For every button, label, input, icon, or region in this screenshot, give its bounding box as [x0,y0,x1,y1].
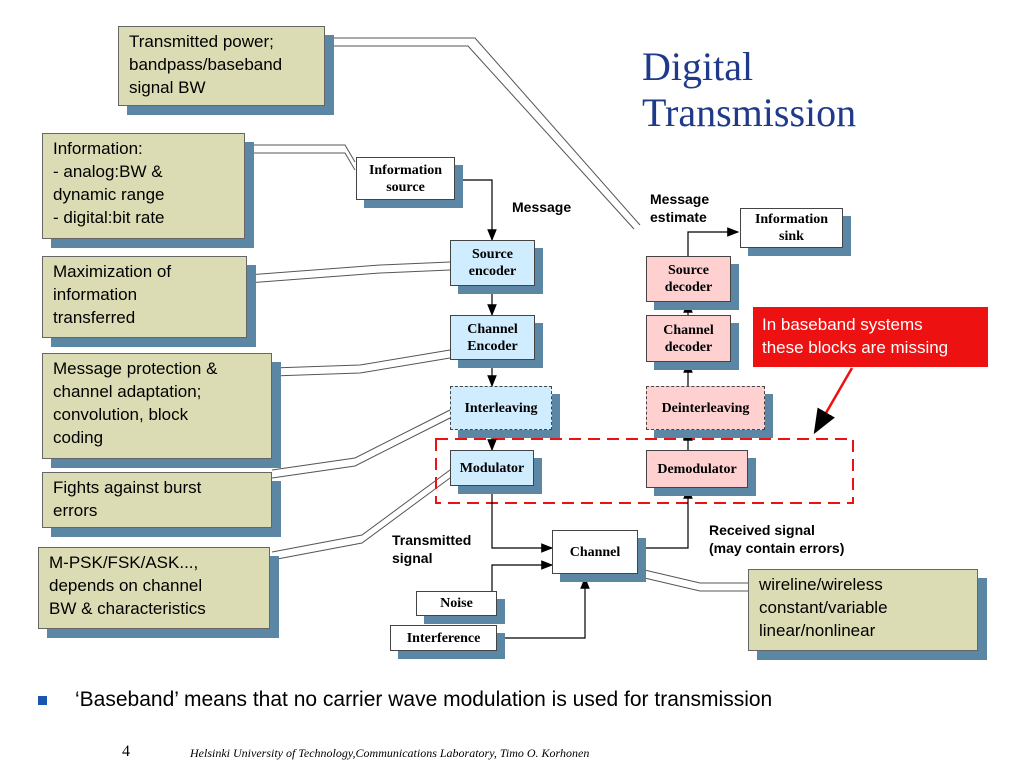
demodulator-block: Demodulator [646,450,748,488]
bullet-marker [38,696,47,705]
callout-message-protection: Message protection & channel adaptation;… [42,353,272,459]
callout-channel-types: wireline/wireless constant/variable line… [748,569,978,651]
baseband-bullet-text: ‘Baseband’ means that no carrier wave mo… [75,688,773,711]
channel-decoder-block: Channel decoder [646,315,731,362]
source-encoder-block: Source encoder [450,240,535,286]
source-decoder-block: Source decoder [646,256,731,302]
interleaving-block: Interleaving [450,386,552,430]
slide-title: Digital Transmission [642,44,857,135]
transmitted-signal-label: Transmitted signal [392,532,472,566]
message-label: Message [512,199,572,215]
interference-block: Interference [390,625,497,651]
baseband-dashed-frame [435,438,854,504]
message-estimate-label: Message estimate [650,191,710,225]
information-source-block: Information source [356,157,455,200]
callout-modulation-types: M-PSK/FSK/ASK..., depends on channel BW … [38,547,270,629]
callout-transmitted-power: Transmitted power; bandpass/baseband sig… [118,26,325,106]
callout-maximization: Maximization of information transferred [42,256,247,338]
baseband-note: In baseband systems these blocks are mis… [753,307,988,367]
noise-block: Noise [416,591,497,616]
channel-block: Channel [552,530,638,574]
information-sink-block: Information sink [740,208,843,248]
modulator-block: Modulator [450,450,534,486]
received-signal-label: Received signal (may contain errors) [709,522,845,556]
footer-credit: Helsinki University of Technology,Commun… [190,746,590,760]
page-number: 4 [122,743,130,760]
callout-burst-errors: Fights against burst errors [42,472,272,528]
channel-encoder-block: Channel Encoder [450,315,535,360]
callout-information: Information: - analog:BW & dynamic range… [42,133,245,239]
deinterleaving-block: Deinterleaving [646,386,765,430]
